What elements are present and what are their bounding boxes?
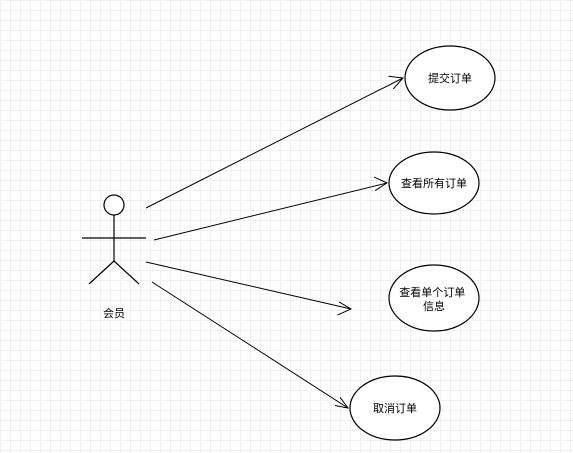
arrowhead (334, 397, 350, 409)
use-case-label: 提交订单 (428, 71, 472, 85)
actor[interactable]: 会员 (82, 194, 146, 320)
association-view-one (145, 261, 353, 316)
use-case-submit-order[interactable]: 提交订单 (404, 45, 496, 111)
arrowhead (337, 301, 353, 316)
use-case-label-line: 取消订单 (373, 401, 417, 415)
use-case-label: 查看所有订单 (401, 176, 467, 190)
use-case-label-line: 信息 (423, 299, 445, 313)
association-cancel (151, 281, 350, 409)
use-case-ellipse (388, 151, 480, 215)
use-case-ellipse (388, 264, 480, 332)
use-case-label-line: 提交订单 (428, 71, 472, 85)
association-line (145, 261, 352, 310)
use-case-label-line: 查看单个订单 (399, 285, 465, 299)
actor-head (103, 194, 125, 216)
arrowhead (373, 176, 389, 192)
actor-right-leg (113, 260, 140, 285)
use-case-view-all-orders[interactable]: 查看所有订单 (388, 151, 480, 215)
actor-label: 会员 (103, 307, 125, 320)
association-view-all (153, 176, 389, 241)
use-case-ellipse (404, 45, 496, 111)
use-case-label: 查看单个订单 信息 (399, 285, 469, 313)
arrowhead (388, 75, 405, 90)
use-case-ellipse (349, 375, 441, 441)
association-submit (145, 75, 405, 209)
association-line (151, 281, 349, 409)
use-case-view-single-order[interactable]: 查看单个订单 信息 (388, 264, 480, 332)
association-line (145, 77, 404, 209)
actor-left-leg (88, 260, 115, 285)
use-case-cancel-order[interactable]: 取消订单 (349, 375, 441, 441)
use-case-label-line: 查看所有订单 (401, 176, 467, 190)
use-case-label: 取消订单 (373, 401, 417, 415)
association-line (153, 182, 388, 241)
